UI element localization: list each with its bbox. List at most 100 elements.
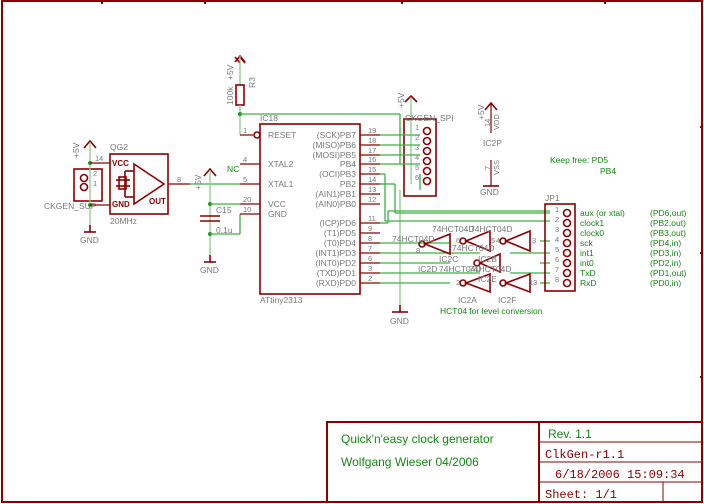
inv-pin-4: 4: [496, 236, 500, 245]
ic18-pin-num: 18: [368, 136, 376, 145]
inv-pin-2: 2: [456, 278, 460, 287]
ic18-pin-label: (MOSI)PB5: [313, 150, 357, 160]
inv-part-label-3: 74HCT04D: [392, 234, 435, 244]
spi-pin-num: 4: [415, 153, 419, 162]
ic2p-vss: VSS: [492, 160, 501, 175]
jp1-port: (PB3,out): [650, 228, 686, 238]
r3-value: 100k: [225, 86, 235, 105]
jp1-port: (PD6,out): [650, 208, 687, 218]
resistor-r3[interactable]: +5V 100k R3: [225, 54, 400, 136]
ic18-pin-label: (SCK)PB7: [317, 130, 356, 140]
jp1-port: (PD2,in): [650, 258, 681, 268]
jp1-port: (PD0,in): [650, 278, 681, 288]
jp1-pin-num: 6: [555, 255, 559, 264]
inv-part-label-5: 74HCT04D: [439, 264, 482, 274]
ic18-pin-num: 8: [368, 234, 372, 243]
jp1-port: (PB2,out): [650, 218, 686, 228]
spi-pin-socket: [422, 156, 432, 166]
qg2-power: +5V GND 14: [71, 139, 110, 245]
ic18-pin-num: 9: [368, 224, 372, 233]
spi-pin-num: 3: [415, 143, 419, 152]
inv-part-label-4: 74HCT04D: [452, 243, 495, 253]
ic18-pin-num: 19: [368, 126, 376, 135]
inv-label-ic2c: IC2C: [439, 254, 458, 264]
keep-free-note-2: PB4: [600, 166, 616, 176]
ic18-pin-num: 2: [368, 274, 372, 283]
ic18-pin-label: VCC: [268, 199, 286, 209]
spi-pin-socket: [422, 136, 432, 146]
inv-pin-3: 3: [532, 236, 536, 245]
spi-pin-num: 5: [415, 163, 419, 172]
ic18-pin-num: 11: [368, 214, 376, 223]
keep-free-note: Keep free: PD5: [550, 155, 608, 165]
inv-pin-8: 8: [416, 246, 420, 255]
sup-pin-2: 2: [93, 169, 97, 178]
ic18-pin-label: XTAL2: [268, 159, 294, 169]
ic18-pin-num: 3: [368, 264, 372, 273]
jp1-port: (PD4,in): [650, 238, 681, 248]
connector-ckgen-sup[interactable]: 2 1 CKGEN_SUP: [44, 168, 103, 211]
jp1-pin-num: 4: [555, 235, 559, 244]
inv-part-label-6: 74HCT04D: [469, 264, 512, 274]
ic18-pin-label: (MISO)PB6: [313, 140, 357, 150]
ic18-pin-num: 10: [243, 205, 251, 214]
spi-pin-socket: [422, 146, 432, 156]
c15-gnd-label: GND: [200, 265, 219, 275]
jp1-signal: aux (or xtal): [580, 208, 625, 218]
jp1-pin-socket: [562, 268, 572, 278]
ic18-pin-num: 6: [368, 254, 372, 263]
qg2-pin-out: OUT: [149, 197, 166, 206]
jp1-signal: sck: [580, 238, 594, 248]
ic18-pin-label: XTAL1: [268, 179, 294, 189]
jp1-pin-num: 1: [555, 205, 559, 214]
title-block-revision: Rev. 1.1: [548, 427, 592, 441]
ic2p-vdd: VDD: [492, 114, 501, 130]
qg2-value: 20MHz: [110, 216, 137, 226]
ic18-pin-label: GND: [268, 209, 287, 219]
jp1-pin-socket: [562, 218, 572, 228]
ckgen-spi-name: CKGEN_SPI: [405, 113, 454, 123]
ic18-pin-label: (T1)PD5: [324, 228, 356, 238]
ic2p-vcc-label: +5V: [476, 104, 486, 120]
ic18-name: IC18: [260, 113, 278, 123]
qg2-pin-gnd: GND: [112, 200, 130, 209]
jp1-pin-num: 2: [555, 215, 559, 224]
ic2p-power-unit[interactable]: +5V 14 VDD IC2P 7 VSS GND: [476, 101, 502, 197]
ic18-pin-label: (AIN0)PB0: [315, 199, 356, 209]
ic18-pin-num: 12: [368, 195, 376, 204]
title-block-author: Wolfgang Wieser 04/2006: [341, 455, 479, 469]
ic18-pin-label: (AIN1)PB1: [315, 189, 356, 199]
spi-pin-num: 6: [415, 173, 419, 182]
ic18-pin-label: (TXD)PD1: [317, 268, 356, 278]
spi-vcc-label: +5V: [396, 92, 406, 108]
title-block-sheet: Sheet: 1/1: [545, 488, 617, 502]
ic18-pin-label: PB2: [340, 179, 356, 189]
ic18-pin-num: 15: [368, 165, 376, 174]
jp1-pin-num: 5: [555, 245, 559, 254]
jp1-pin-socket: [562, 258, 572, 268]
oscillator-qg2[interactable]: VCC GND OUT QG2 20MHz 8: [109, 142, 190, 226]
jp1-name: JP1: [545, 193, 560, 203]
c15-value: 0.1u: [216, 225, 233, 235]
ic18-pin-label: (RXD)PD0: [316, 278, 356, 288]
ic18-pin-label: (INT1)PD3: [315, 248, 356, 258]
qg2-pin-14: 14: [95, 154, 103, 163]
title-block-timestamp: 6/18/2006 15:09:34: [555, 468, 685, 482]
nc-label: NC: [227, 164, 239, 174]
sup-pin-1: 1: [93, 179, 97, 188]
c15-and-clock-net: +5V GND C15 0.1u NC: [190, 164, 241, 275]
inv-label-ic2e: IC2E: [478, 274, 497, 284]
inv-pin-13: 13: [529, 278, 537, 287]
spi-pin-socket: [422, 176, 432, 186]
inv-pin-6: 6: [456, 236, 460, 245]
ic18-pin-label: RESET: [268, 130, 296, 140]
r3-name: R3: [247, 77, 257, 88]
inverters-74hct04[interactable]: 74HCT04D 74HCT04D 74HCT04D 74HCT04D 74HC…: [392, 224, 543, 316]
spi-pin-num: 2: [415, 133, 419, 142]
